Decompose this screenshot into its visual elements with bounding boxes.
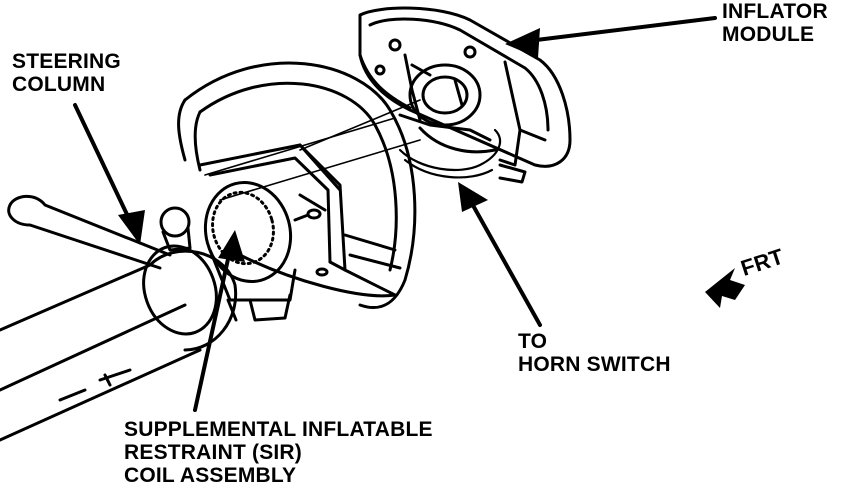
inflator-module-label: INFLATOR MODULE [722, 0, 828, 46]
inflator-module-drawing [358, 6, 572, 184]
inflator-module-leader [518, 16, 717, 44]
sir-arrowhead-icon [218, 230, 245, 262]
sir-coil-leader [193, 248, 232, 412]
horn-switch-leader [468, 198, 542, 327]
steering-column-leader [73, 103, 134, 227]
sir-coil-label: SUPPLEMENTAL INFLATABLE RESTRAINT (SIR) … [124, 418, 433, 487]
leader-arrows [73, 16, 717, 412]
column-arrowhead-icon [118, 210, 145, 245]
steering-column-drawing [0, 194, 238, 442]
inflator-arrowhead-icon [505, 28, 540, 58]
sir-coil-drawing [203, 180, 297, 322]
steering-wheel-drawing [177, 61, 417, 310]
horn-switch-label: TO HORN SWITCH [518, 330, 671, 376]
horn-wire-drawing [398, 128, 502, 179]
steering-column-label: STEERING COLUMN [12, 50, 121, 96]
horn-arrowhead-icon [458, 182, 488, 212]
alignment-lines [204, 99, 421, 201]
front-arrow-icon [705, 268, 745, 308]
